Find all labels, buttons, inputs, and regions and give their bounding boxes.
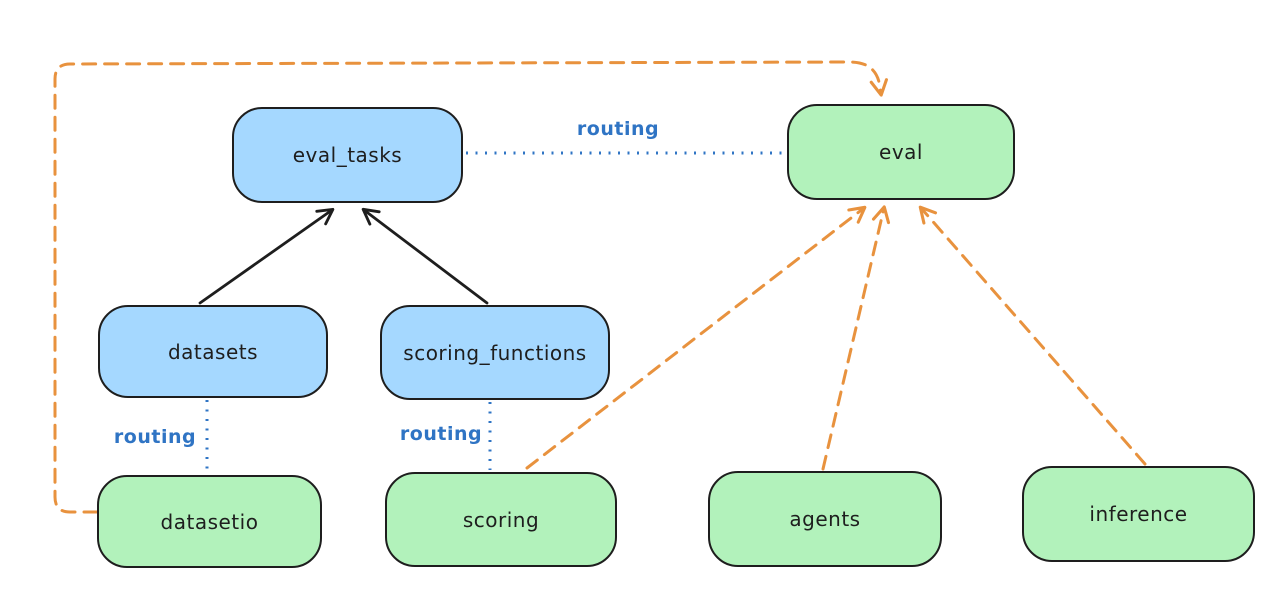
node-inference-label: inference [1089,502,1188,526]
node-scoring-functions-label: scoring_functions [403,340,587,365]
node-agents: agents [708,471,942,567]
edge-datasets-to-eval-tasks [198,207,335,305]
node-eval-tasks-label: eval_tasks [292,143,403,167]
edge-label-routing-eval-tasks-eval: routing [576,118,660,140]
node-eval-label: eval [879,140,923,164]
edge-agents-to-eval [821,205,891,471]
node-scoring: scoring [385,472,617,567]
node-eval-tasks: eval_tasks [232,107,463,203]
edge-inference-to-eval [918,205,1147,466]
node-scoring-label: scoring [462,507,540,532]
node-eval: eval [787,104,1015,200]
edge-label-routing-scoring-functions-scoring: routing [399,423,483,445]
edge-scoring-functions-to-eval-tasks [361,207,489,305]
node-inference: inference [1022,466,1255,562]
node-datasetio: datasetio [97,475,322,568]
node-datasets-label: datasets [167,339,259,364]
edge-label-routing-datasets-datasetio: routing [113,426,197,448]
node-scoring-functions: scoring_functions [380,305,610,400]
edge-scoring-to-eval [525,205,867,470]
node-datasets: datasets [98,305,328,398]
node-datasetio-label: datasetio [160,509,259,534]
node-agents-label: agents [789,507,861,531]
